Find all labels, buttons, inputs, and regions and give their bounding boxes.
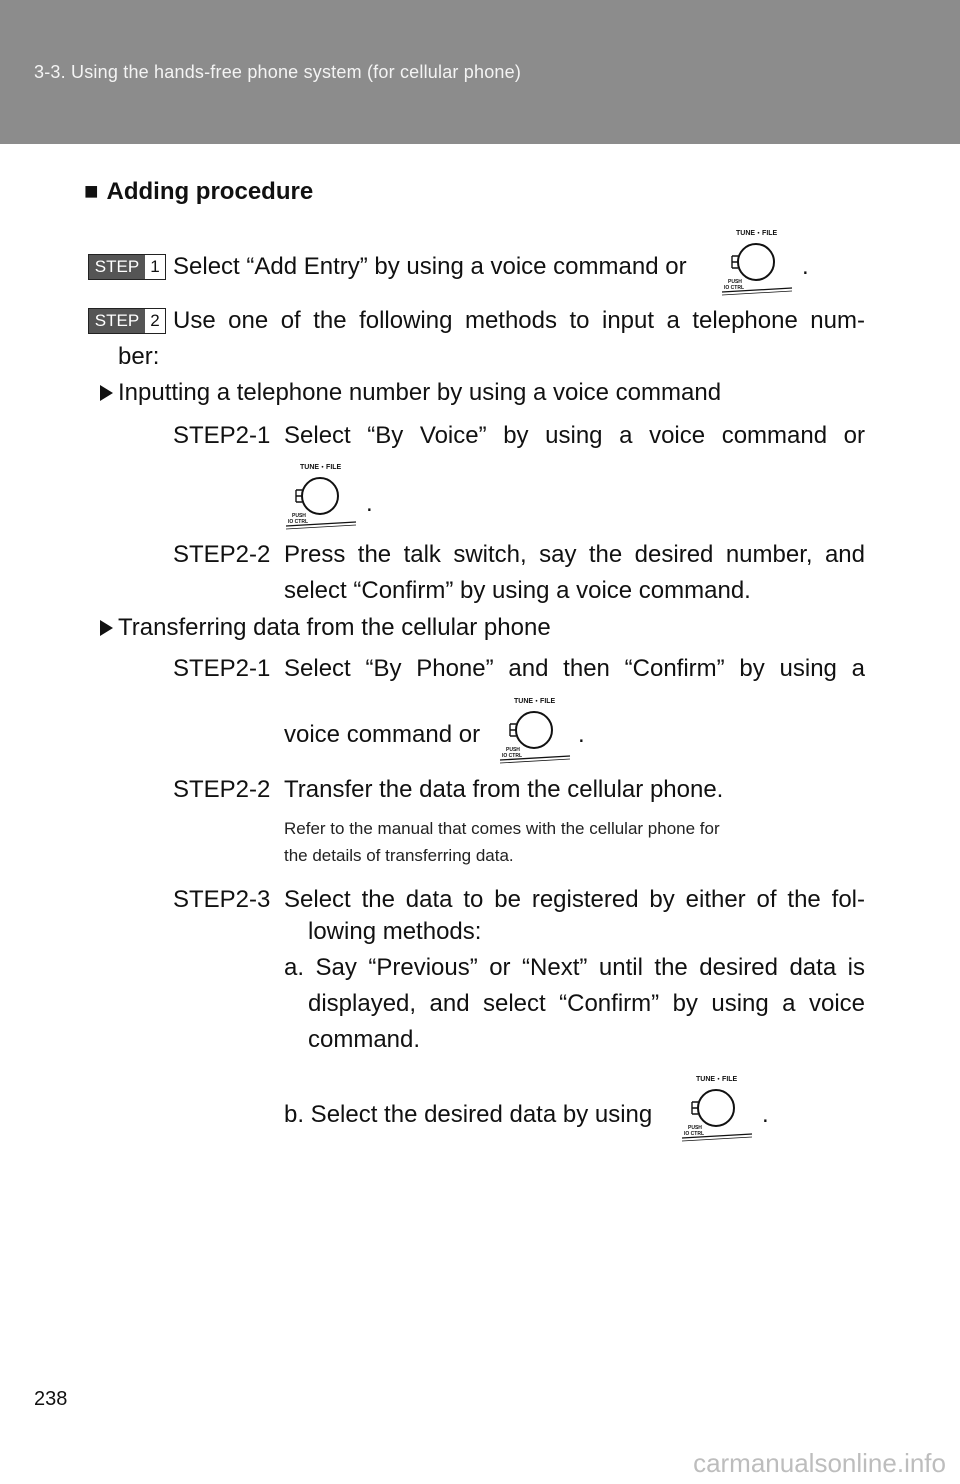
method1-step2-line1: Press the talk switch, say the desired n…	[284, 541, 865, 568]
method1-step1-text: Select “By Voice” by using a voice comma…	[284, 422, 865, 449]
method2-option-b-text: b. Select the desired data by using	[284, 1101, 653, 1128]
method2-option-a-line1: a. Say “Previous” or “Next” until the de…	[284, 954, 865, 981]
svg-text:TUNE・FILE: TUNE・FILE	[736, 230, 778, 237]
step1-badge-label: STEP	[89, 255, 145, 279]
method2-step2-text: Transfer the data from the cellular phon…	[284, 776, 724, 803]
method2-step1-period: .	[578, 721, 585, 748]
step2-badge-number: 2	[145, 309, 165, 333]
method1-step1-label: STEP2-1	[173, 422, 271, 449]
section-title: ■ Adding procedure	[84, 178, 313, 206]
step1-badge: STEP 1	[88, 254, 166, 280]
step1-period: .	[802, 253, 809, 280]
page-header: 3-3. Using the hands-free phone system (…	[0, 0, 960, 144]
section-marker: ■	[84, 178, 99, 205]
method2-option-a-line3: command.	[308, 1026, 421, 1053]
svg-text:IO CTRL: IO CTRL	[684, 1131, 704, 1137]
header-title: 3-3. Using the hands-free phone system (…	[34, 62, 522, 82]
svg-text:TUNE・FILE: TUNE・FILE	[696, 1076, 738, 1083]
method2-note-line2: the details of transferring data.	[284, 846, 514, 865]
svg-text:IO CTRL: IO CTRL	[724, 285, 744, 291]
method2-step3-line2: lowing methods:	[308, 918, 482, 945]
svg-text:PUSH: PUSH	[292, 513, 306, 519]
method2-option-a-line2: displayed, and select “Confirm” by using…	[308, 990, 865, 1017]
step1-badge-number: 1	[145, 255, 165, 279]
method2-note-line1: Refer to the manual that comes with the …	[284, 819, 720, 838]
step2-text-line2: ber:	[118, 343, 160, 370]
method2-title: Transferring data from the cellular phon…	[118, 614, 551, 641]
svg-text:IO CTRL: IO CTRL	[288, 519, 308, 525]
method1-step2-label: STEP2-2	[173, 541, 271, 568]
svg-text:PUSH: PUSH	[506, 747, 520, 753]
method2-step3-line1: Select the data to be registered by eith…	[284, 886, 865, 913]
svg-text:TUNE・FILE: TUNE・FILE	[514, 698, 556, 705]
method2-step3-label: STEP2-3	[173, 886, 271, 913]
section-title-text: Adding procedure	[106, 178, 314, 205]
bullet-arrow-icon	[100, 385, 113, 401]
svg-text:IO CTRL: IO CTRL	[502, 753, 522, 759]
method1-title: Inputting a telephone number by using a …	[118, 379, 722, 406]
method2-option-b-period: .	[762, 1101, 769, 1128]
step1-text: Select “Add Entry” by using a voice comm…	[173, 253, 687, 280]
method2-step2-label: STEP2-2	[173, 776, 271, 803]
step2-badge-label: STEP	[89, 309, 145, 333]
method2-step1-label: STEP2-1	[173, 655, 271, 682]
svg-text:PUSH: PUSH	[728, 279, 742, 285]
watermark: carmanualsonline.info	[693, 1448, 946, 1478]
method2-step1-line2: voice command or	[284, 721, 481, 748]
method1-step1-period: .	[366, 490, 373, 517]
step2-badge: STEP 2	[88, 308, 166, 334]
svg-text:TUNE・FILE: TUNE・FILE	[300, 464, 342, 471]
method1-step2-line2: select “Confirm” by using a voice comman…	[284, 577, 751, 604]
page-number: 238	[34, 1388, 68, 1410]
method2-step1-line1: Select “By Phone” and then “Confirm” by …	[284, 655, 865, 682]
svg-text:PUSH: PUSH	[688, 1125, 702, 1131]
step2-text-line1: Use one of the following methods to inpu…	[173, 307, 865, 334]
bullet-arrow-icon	[100, 620, 113, 636]
